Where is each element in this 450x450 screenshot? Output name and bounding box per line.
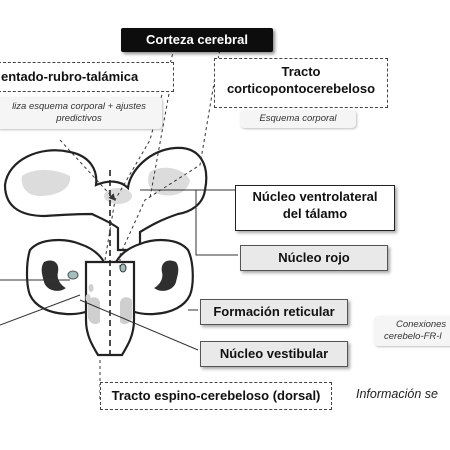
medulla-shading — [85, 284, 132, 325]
nucleo-ventrolateral-label: Núcleo ventrolateral del tálamo — [235, 185, 395, 231]
cerebellum-shape — [25, 238, 194, 316]
via-dentado-rubro-talamica-label: entado-rubro-talámica — [0, 62, 174, 92]
dentate-nucleus — [41, 260, 179, 291]
corteza-cerebral-label: Corteza cerebral — [121, 28, 273, 52]
tracto-espino-cerebeloso-label: Tracto espino-cerebeloso (dorsal) — [100, 382, 332, 410]
informacion-sensorial-label: Información se — [356, 387, 438, 401]
tracto-corticopontocerebeloso-label: Tracto corticopontocerebeloso — [214, 58, 388, 108]
dentado-up-line — [149, 87, 171, 199]
tracto-cp-line1: Tracto — [281, 64, 321, 79]
conexiones-note: Conexiones cerebelo-FR-l — [374, 316, 450, 346]
cp-tract-line — [119, 47, 221, 268]
esquema-corporal-note: Esquema corporal — [240, 110, 356, 128]
left-line-2 — [0, 294, 81, 326]
vest-line — [79, 299, 199, 351]
brainstem-shape — [84, 260, 136, 357]
rojo-line — [195, 190, 238, 256]
nucleo-rojo-label: Núcleo rojo — [240, 245, 388, 271]
dentado-note: liza esquema corporal + ajustes predicti… — [0, 97, 162, 129]
thalamus-shading — [21, 167, 190, 204]
nucleo-vl-line2: del tálamo — [282, 206, 348, 221]
corteza-line — [104, 44, 176, 261]
red-nucleus-spot — [119, 263, 127, 273]
dentado-note-line1: liza esquema corporal + ajustes — [12, 101, 146, 112]
tracto-cp-line2: corticopontocerebeloso — [226, 81, 376, 96]
conex-line1: Conexiones — [396, 319, 447, 330]
formacion-reticular-label: Formación reticular — [200, 299, 348, 325]
vestibular-spot — [67, 270, 79, 280]
conex-line2: cerebelo-FR-l — [384, 330, 442, 342]
nucleo-vestibular-label: Núcleo vestibular — [200, 341, 348, 367]
nucleo-vl-line1: Núcleo ventrolateral — [252, 189, 378, 204]
dentado-note-line2: predictivos — [56, 112, 102, 124]
dentado-line — [59, 139, 116, 201]
